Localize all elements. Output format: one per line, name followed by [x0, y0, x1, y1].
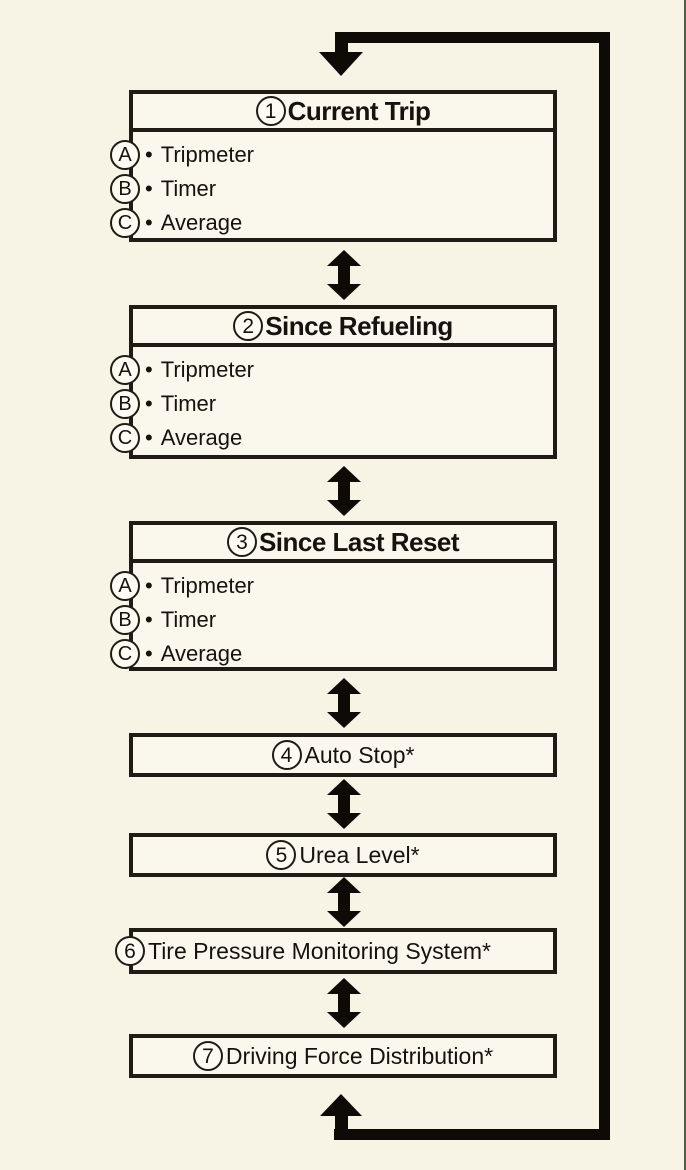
bullet-icon: •: [145, 425, 153, 450]
menu-item-label: Average: [160, 425, 243, 450]
bullet-icon: •: [145, 357, 153, 382]
menu-box-title: Auto Stop*: [304, 741, 415, 768]
up-down-arrow-icon: [327, 678, 361, 728]
bullet-icon: •: [145, 176, 153, 201]
bullet-icon: •: [145, 391, 153, 416]
item-letter-badge: B: [110, 605, 140, 635]
item-letter-badge: C: [110, 423, 140, 453]
up-down-arrow-icon: [327, 877, 361, 927]
menu-box-title: Urea Level*: [299, 841, 420, 868]
menu-box-title: Tire Pressure Monitoring System*: [148, 937, 491, 964]
menu-box-header: 1 Current Trip: [129, 90, 557, 132]
up-down-arrow-icon: [327, 250, 361, 300]
bullet-icon: •: [145, 210, 153, 235]
step-number-badge: 2: [233, 311, 264, 341]
page-edge-line: [684, 0, 686, 1170]
menu-item-label: Timer: [160, 391, 217, 416]
menu-box-current-trip: 1 Current Trip A • Tripmeter B • Timer C…: [110, 90, 557, 242]
step-number-badge: 4: [271, 740, 302, 770]
loop-arrow-down-head-icon: [319, 52, 363, 76]
menu-item-tripmeter: A • Tripmeter: [110, 569, 553, 603]
bullet-icon: •: [145, 641, 153, 666]
item-letter-badge: C: [110, 639, 140, 669]
loop-arrow-bottom-stem: [335, 1113, 348, 1131]
menu-item-timer: B • Timer: [110, 603, 553, 637]
item-letter-badge: A: [110, 571, 140, 601]
step-number-badge: 5: [266, 840, 297, 870]
item-letter-badge: A: [110, 355, 140, 385]
menu-item-timer: B • Timer: [110, 172, 553, 206]
menu-box-urea-level: 5 Urea Level*: [129, 833, 557, 877]
menu-box-since-last-reset: 3 Since Last Reset A • Tripmeter B • Tim…: [110, 521, 557, 671]
bullet-icon: •: [145, 142, 153, 167]
menu-item-tripmeter: A • Tripmeter: [110, 138, 553, 172]
menu-box-body: A • Tripmeter B • Timer C • Average: [110, 343, 557, 459]
menu-item-average: C • Average: [110, 206, 553, 240]
menu-box-body: A • Tripmeter B • Timer C • Average: [110, 559, 557, 671]
menu-box-auto-stop: 4 Auto Stop*: [129, 733, 557, 777]
menu-item-timer: B • Timer: [110, 387, 553, 421]
menu-item-label: Timer: [160, 607, 217, 632]
bullet-icon: •: [145, 573, 153, 598]
menu-box-tire-pressure-monitoring-system: 6 Tire Pressure Monitoring System*: [115, 928, 557, 974]
up-down-arrow-icon: [327, 978, 361, 1028]
up-down-arrow-icon: [327, 466, 361, 516]
menu-item-label: Tripmeter: [160, 357, 255, 382]
menu-item-average: C • Average: [110, 421, 553, 455]
bullet-icon: •: [145, 607, 153, 632]
item-letter-badge: B: [110, 389, 140, 419]
menu-box-header: 3 Since Last Reset: [129, 521, 557, 563]
step-number-badge: 1: [255, 96, 286, 126]
menu-box-title: Since Refueling: [265, 310, 453, 341]
loop-arrow-up-head-icon: [320, 1094, 362, 1116]
menu-box-title: Driving Force Distribution*: [225, 1042, 494, 1069]
loop-arrow-top-line: [335, 32, 610, 43]
menu-box-driving-force-distribution: 7 Driving Force Distribution*: [129, 1034, 557, 1078]
menu-box-body: A • Tripmeter B • Timer C • Average: [110, 128, 557, 242]
item-letter-badge: A: [110, 140, 140, 170]
loop-arrow-top-stem: [335, 40, 348, 55]
menu-item-label: Average: [160, 210, 243, 235]
menu-item-tripmeter: A • Tripmeter: [110, 353, 553, 387]
loop-arrow-bottom-line: [334, 1129, 610, 1140]
item-letter-badge: B: [110, 174, 140, 204]
menu-box-since-refueling: 2 Since Refueling A • Tripmeter B • Time…: [110, 305, 557, 459]
menu-box-title: Current Trip: [287, 95, 431, 126]
menu-box-header: 2 Since Refueling: [129, 305, 557, 347]
step-number-badge: 7: [192, 1041, 223, 1071]
step-number-badge: 6: [115, 936, 145, 966]
step-number-badge: 3: [226, 527, 257, 557]
menu-item-label: Timer: [160, 176, 217, 201]
item-letter-badge: C: [110, 208, 140, 238]
menu-item-label: Tripmeter: [160, 142, 255, 167]
menu-item-average: C • Average: [110, 637, 553, 671]
menu-item-label: Average: [160, 641, 243, 666]
up-down-arrow-icon: [327, 779, 361, 829]
loop-arrow-right-line: [599, 32, 610, 1140]
menu-item-label: Tripmeter: [160, 573, 255, 598]
menu-box-title: Since Last Reset: [258, 526, 460, 557]
